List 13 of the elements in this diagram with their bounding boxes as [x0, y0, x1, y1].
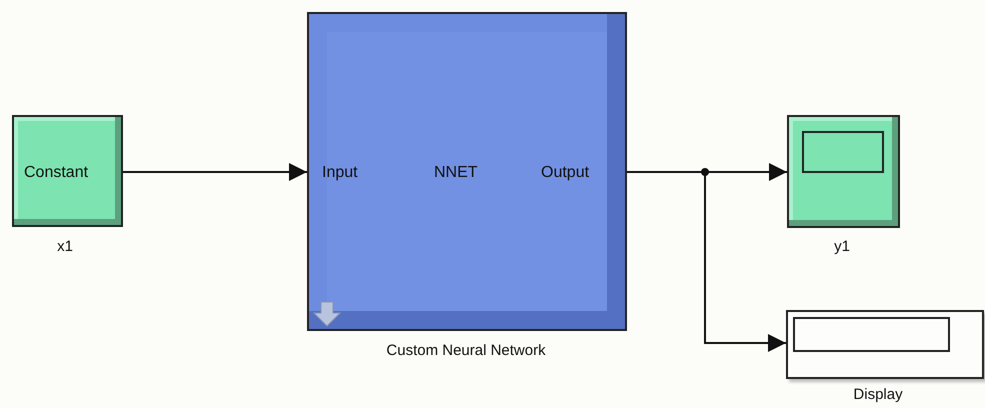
neural-network-block — [307, 12, 627, 331]
block-name: Custom Neural Network — [386, 342, 546, 359]
block-label: NNET — [434, 164, 478, 182]
port-label: Output — [541, 164, 590, 182]
port-label: Input — [322, 164, 358, 182]
constant-block — [12, 115, 123, 227]
display-block — [786, 310, 984, 379]
block-name: Display — [853, 386, 903, 403]
scope-block — [787, 115, 900, 228]
arrow — [123, 163, 307, 181]
block-label: Constant — [24, 164, 88, 182]
block-name: y1 — [834, 238, 850, 255]
block-name: x1 — [57, 238, 73, 255]
